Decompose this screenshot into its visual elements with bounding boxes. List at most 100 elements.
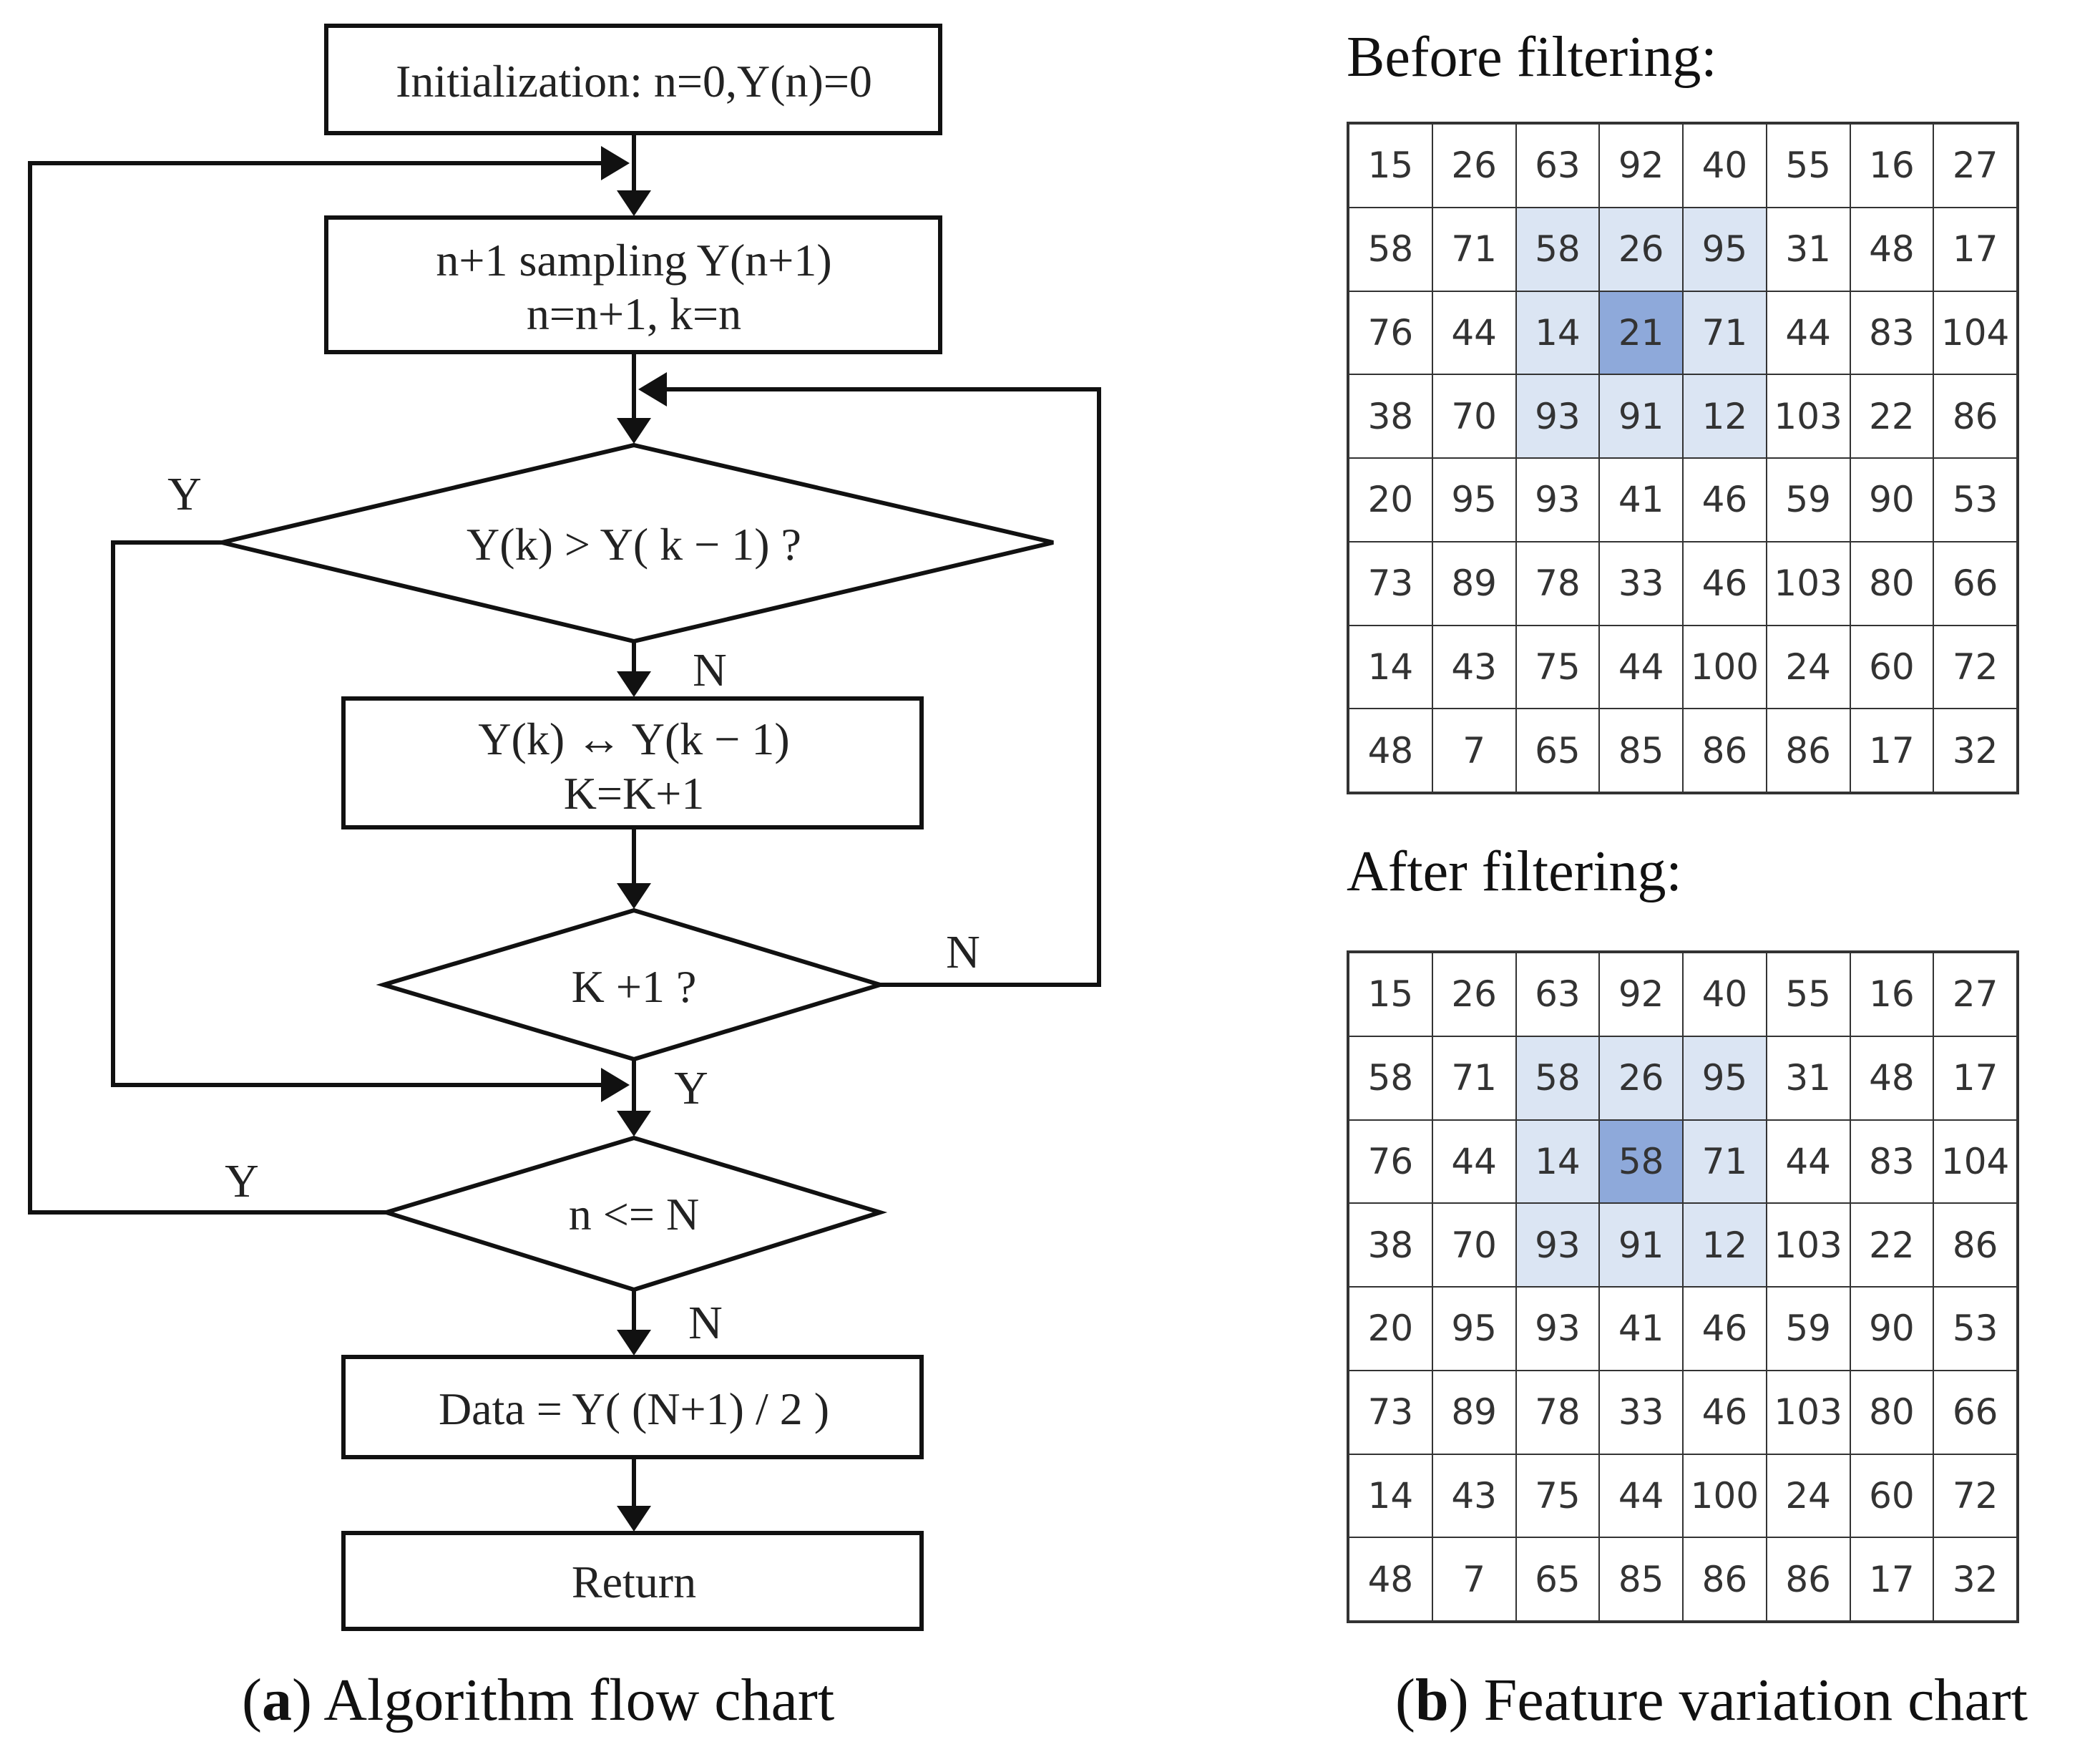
after-cell: 63	[1515, 953, 1600, 1036]
after-cell: 15	[1349, 953, 1432, 1036]
after-cell: 48	[1850, 1036, 1934, 1120]
after-cell: 41	[1599, 1287, 1683, 1371]
sample-text-line1: n+1 sampling Y(n+1)	[436, 235, 831, 286]
before-cell: 86	[1683, 709, 1767, 792]
k-text: K +1 ?	[572, 961, 697, 1012]
after-cell: 55	[1766, 953, 1850, 1036]
after-cell: 95	[1432, 1287, 1516, 1371]
before-title: Before filtering:	[1347, 26, 1717, 89]
before-cell: 83	[1850, 291, 1934, 375]
after-cell: 26	[1432, 953, 1516, 1036]
before-window-cell: 91	[1599, 374, 1683, 458]
before-cell: 90	[1850, 458, 1934, 542]
label-compare-yes: Y	[167, 468, 202, 520]
after-cell: 89	[1432, 1370, 1516, 1454]
before-cell: 46	[1683, 541, 1767, 626]
before-cell: 33	[1599, 541, 1683, 626]
after-window-cell: 12	[1683, 1203, 1767, 1287]
before-cell: 95	[1432, 458, 1516, 542]
before-center-cell: 21	[1599, 291, 1683, 375]
before-cell: 41	[1599, 458, 1683, 542]
after-cell: 17	[1850, 1537, 1934, 1621]
arrowhead	[617, 418, 651, 444]
after-cell: 46	[1683, 1370, 1767, 1454]
arrowhead	[617, 1111, 651, 1137]
after-cell: 104	[1933, 1119, 2017, 1204]
arrowhead	[638, 372, 667, 407]
arrowhead	[617, 190, 651, 216]
before-cell: 89	[1432, 541, 1516, 626]
after-cell: 73	[1349, 1370, 1432, 1454]
before-cell: 63	[1515, 124, 1600, 208]
after-cell: 78	[1515, 1370, 1600, 1454]
after-title: After filtering:	[1347, 840, 1682, 903]
before-cell: 53	[1933, 458, 2017, 542]
before-window-cell: 93	[1515, 374, 1600, 458]
before-cell: 7	[1432, 709, 1516, 792]
before-cell: 60	[1850, 625, 1934, 709]
after-cell: 58	[1349, 1036, 1432, 1120]
after-window-cell: 93	[1515, 1203, 1600, 1287]
before-cell: 76	[1349, 291, 1432, 375]
before-cell: 70	[1432, 374, 1516, 458]
after-window-cell: 71	[1683, 1119, 1767, 1204]
before-cell: 59	[1766, 458, 1850, 542]
after-cell: 76	[1349, 1119, 1432, 1204]
after-cell: 83	[1850, 1119, 1934, 1204]
before-cell: 27	[1933, 124, 2017, 208]
edge-compare-yes-bypass	[111, 540, 625, 1087]
before-cell: 31	[1766, 207, 1850, 291]
after-cell: 33	[1599, 1370, 1683, 1454]
after-cell: 27	[1933, 953, 2017, 1036]
before-cell: 40	[1683, 124, 1767, 208]
after-cell: 86	[1683, 1537, 1767, 1621]
caption-a-letter: a	[261, 1667, 292, 1733]
caption-b-open: (	[1395, 1667, 1415, 1733]
label-n-no: N	[688, 1297, 723, 1349]
after-cell: 80	[1850, 1370, 1934, 1454]
after-cell: 44	[1432, 1119, 1516, 1204]
after-cell: 16	[1850, 953, 1934, 1036]
after-window-cell: 58	[1515, 1036, 1600, 1120]
after-cell: 86	[1933, 1203, 2017, 1287]
swap-text-line2: K=K+1	[564, 768, 705, 819]
caption-b: (b) Feature variation chart	[1395, 1665, 2028, 1736]
label-n-yes: Y	[225, 1155, 259, 1207]
before-cell: 92	[1599, 124, 1683, 208]
after-cell: 31	[1766, 1036, 1850, 1120]
before-cell: 103	[1766, 541, 1850, 626]
after-cell: 53	[1933, 1287, 2017, 1371]
before-cell: 93	[1515, 458, 1600, 542]
before-cell: 38	[1349, 374, 1432, 458]
after-cell: 17	[1933, 1036, 2017, 1120]
return-text: Return	[572, 1557, 696, 1607]
after-cell: 71	[1432, 1036, 1516, 1120]
after-cell: 72	[1933, 1454, 2017, 1538]
before-cell: 43	[1432, 625, 1516, 709]
sample-text-line2: n=n+1, k=n	[527, 288, 741, 339]
after-cell: 93	[1515, 1287, 1600, 1371]
label-compare-no: N	[693, 644, 727, 696]
before-cell: 73	[1349, 541, 1432, 626]
before-cell: 17	[1850, 709, 1934, 792]
before-cell: 20	[1349, 458, 1432, 542]
after-cell: 40	[1683, 953, 1767, 1036]
after-cell: 90	[1850, 1287, 1934, 1371]
before-cell: 103	[1766, 374, 1850, 458]
edge-n-yes-loop	[28, 161, 625, 1215]
before-cell: 65	[1515, 709, 1600, 792]
before-cell: 16	[1850, 124, 1934, 208]
after-cell: 14	[1349, 1454, 1432, 1538]
before-cell: 55	[1766, 124, 1850, 208]
after-cell: 43	[1432, 1454, 1516, 1538]
after-window-cell: 95	[1683, 1036, 1767, 1120]
arrowhead	[617, 883, 651, 909]
after-cell: 103	[1766, 1203, 1850, 1287]
before-window-cell: 58	[1515, 207, 1600, 291]
before-cell: 32	[1933, 709, 2017, 792]
after-cell: 85	[1599, 1537, 1683, 1621]
algorithm-flow-chart: Initialization: n=0,Y(n)=0 n+1 sampling …	[28, 24, 1101, 1631]
before-window-cell: 71	[1683, 291, 1767, 375]
